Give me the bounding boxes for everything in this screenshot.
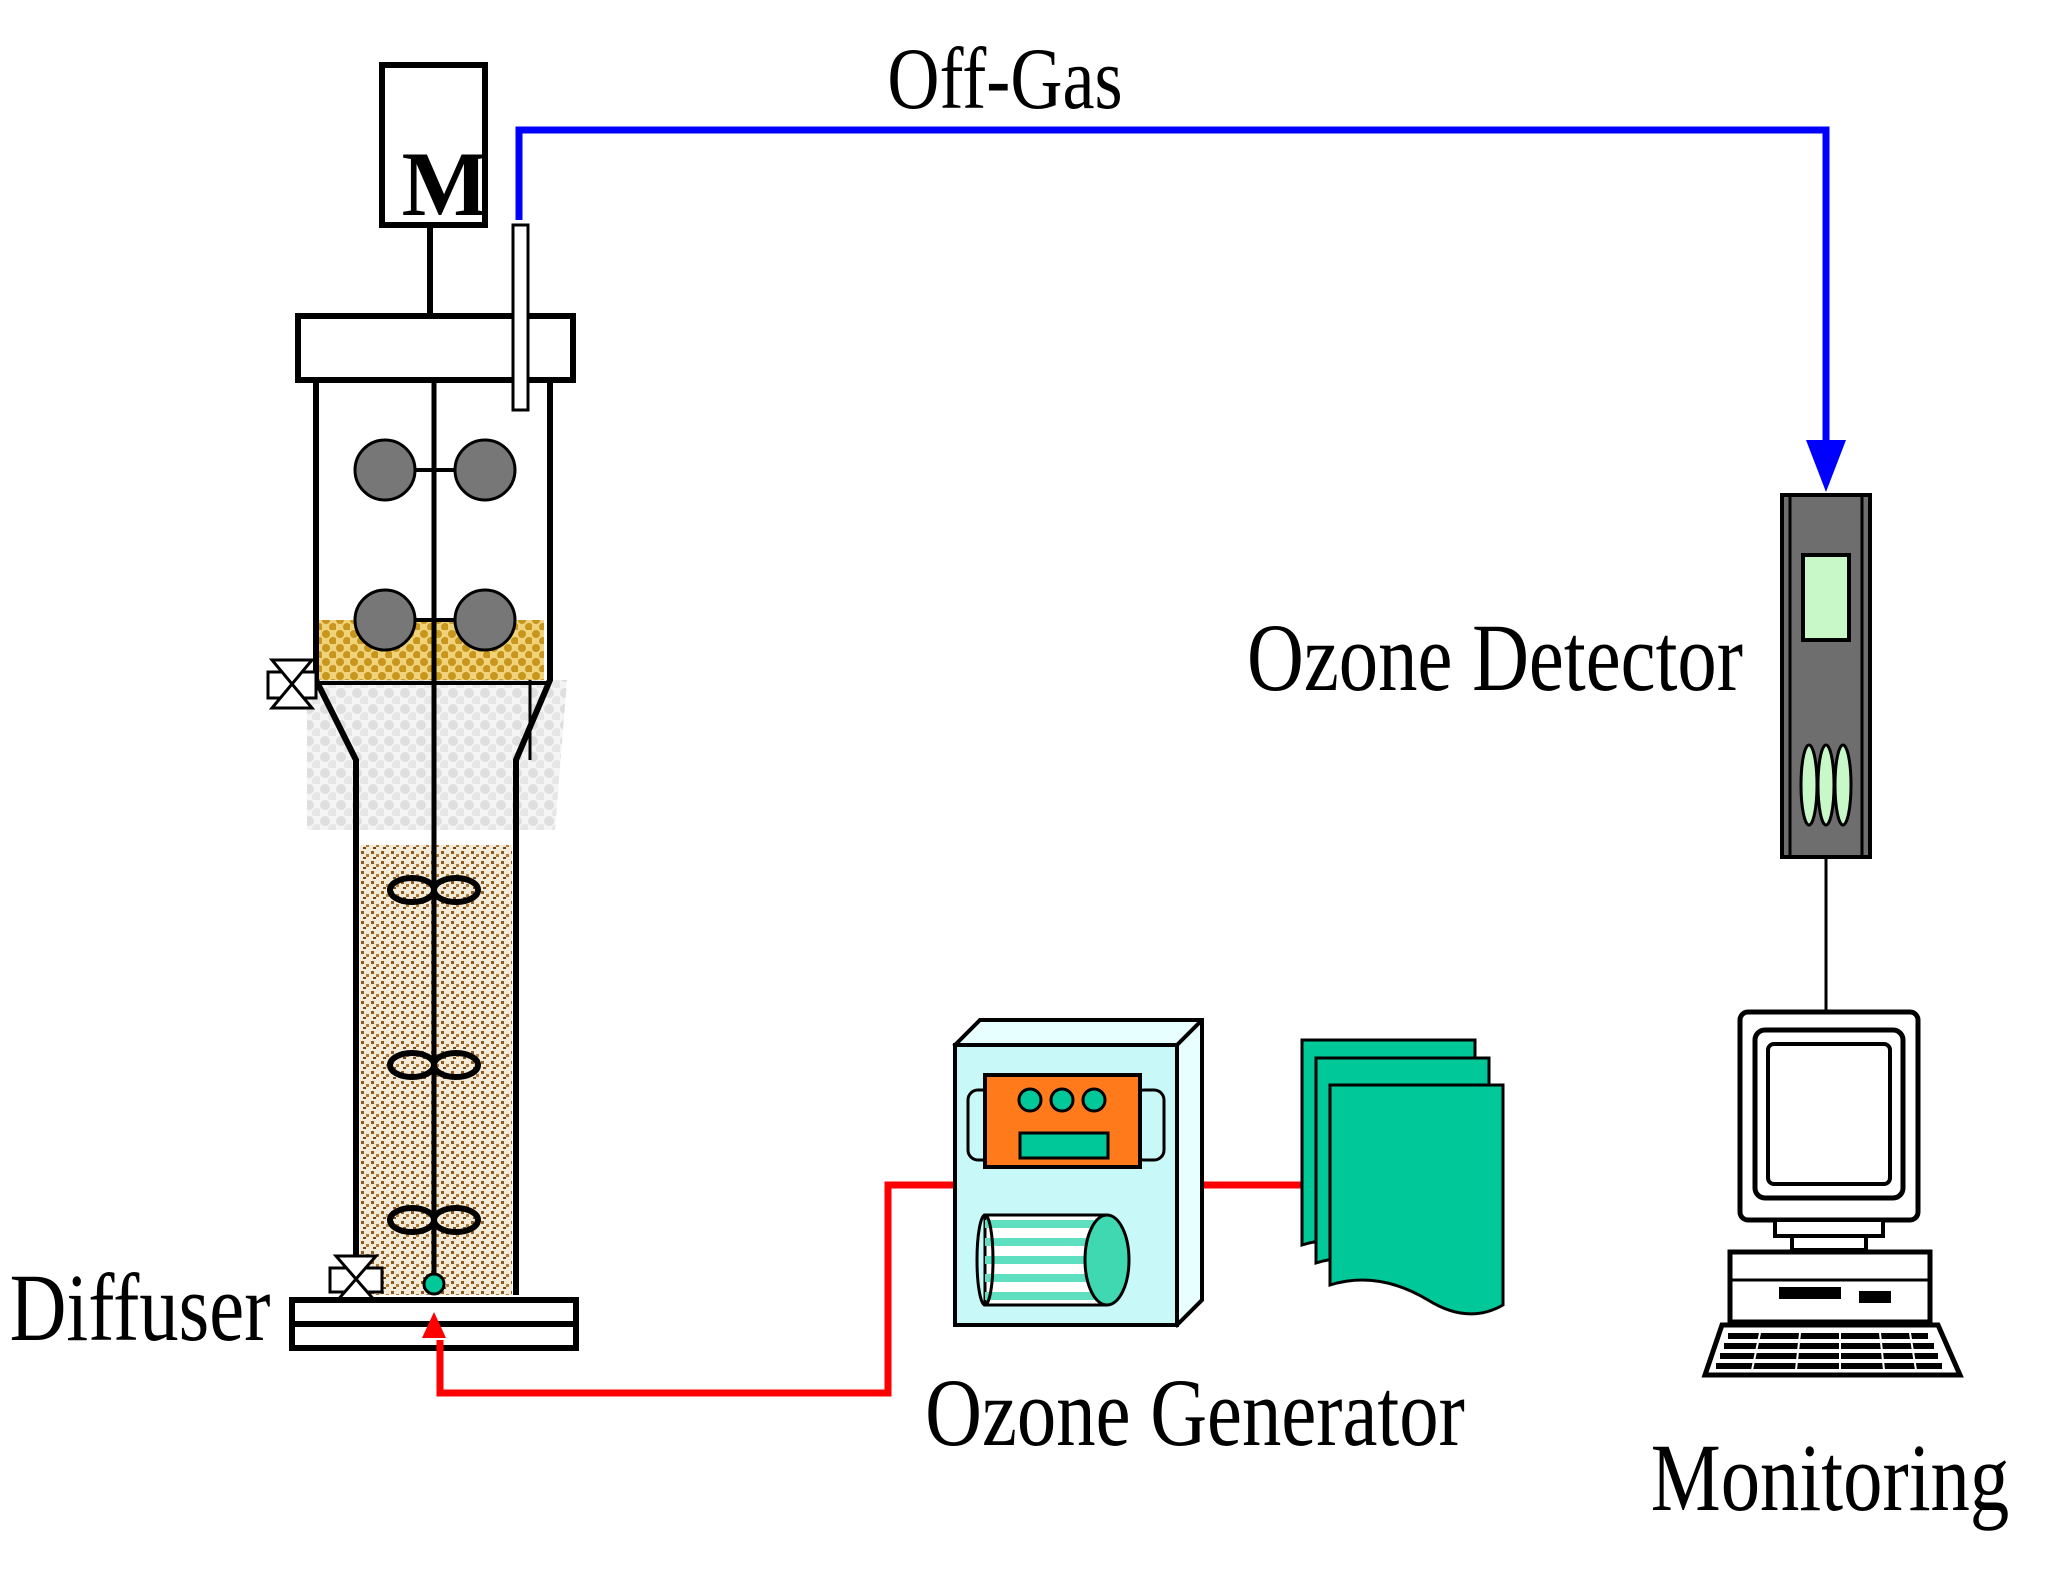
valve-icon (328, 1254, 384, 1304)
off-gas-arrow-icon (1806, 440, 1846, 492)
motor-icon (379, 62, 488, 316)
reactor-lid (295, 313, 576, 383)
computer-icon (1701, 1009, 1964, 1378)
diffuser-stone (422, 1272, 446, 1296)
detector-display (1801, 553, 1851, 642)
propeller-impeller-2 (387, 1050, 481, 1080)
upper-impeller-2 (353, 588, 517, 652)
ozone-detector (1780, 493, 1872, 1035)
reactor-column (295, 223, 576, 1295)
propeller-impeller-1 (387, 875, 481, 905)
cylinder-icon (1300, 1038, 1505, 1316)
diffuser-base (289, 1272, 579, 1351)
sampling-tube (511, 223, 530, 412)
upper-impeller-1 (353, 438, 517, 502)
propeller-impeller-3 (387, 1205, 481, 1235)
diffuser-inlet-arrow-icon (422, 1312, 446, 1338)
motor-label: M (402, 133, 489, 235)
valve-icon (266, 658, 318, 710)
off-gas-line (515, 126, 1846, 492)
ozone-generator (952, 1018, 1204, 1329)
generator-drum (975, 1213, 1131, 1307)
ozone-supply-line (436, 1181, 955, 1397)
ozone-detector-label: Ozone Detector (1247, 605, 1743, 711)
ozone-generator-label: Ozone Generator (925, 1360, 1465, 1466)
off-gas-label: Off-Gas (887, 30, 1122, 127)
monitoring-label: Monitoring (1651, 1425, 2010, 1531)
diffuser-label: Diffuser (10, 1255, 271, 1361)
foam-zone (307, 680, 567, 830)
